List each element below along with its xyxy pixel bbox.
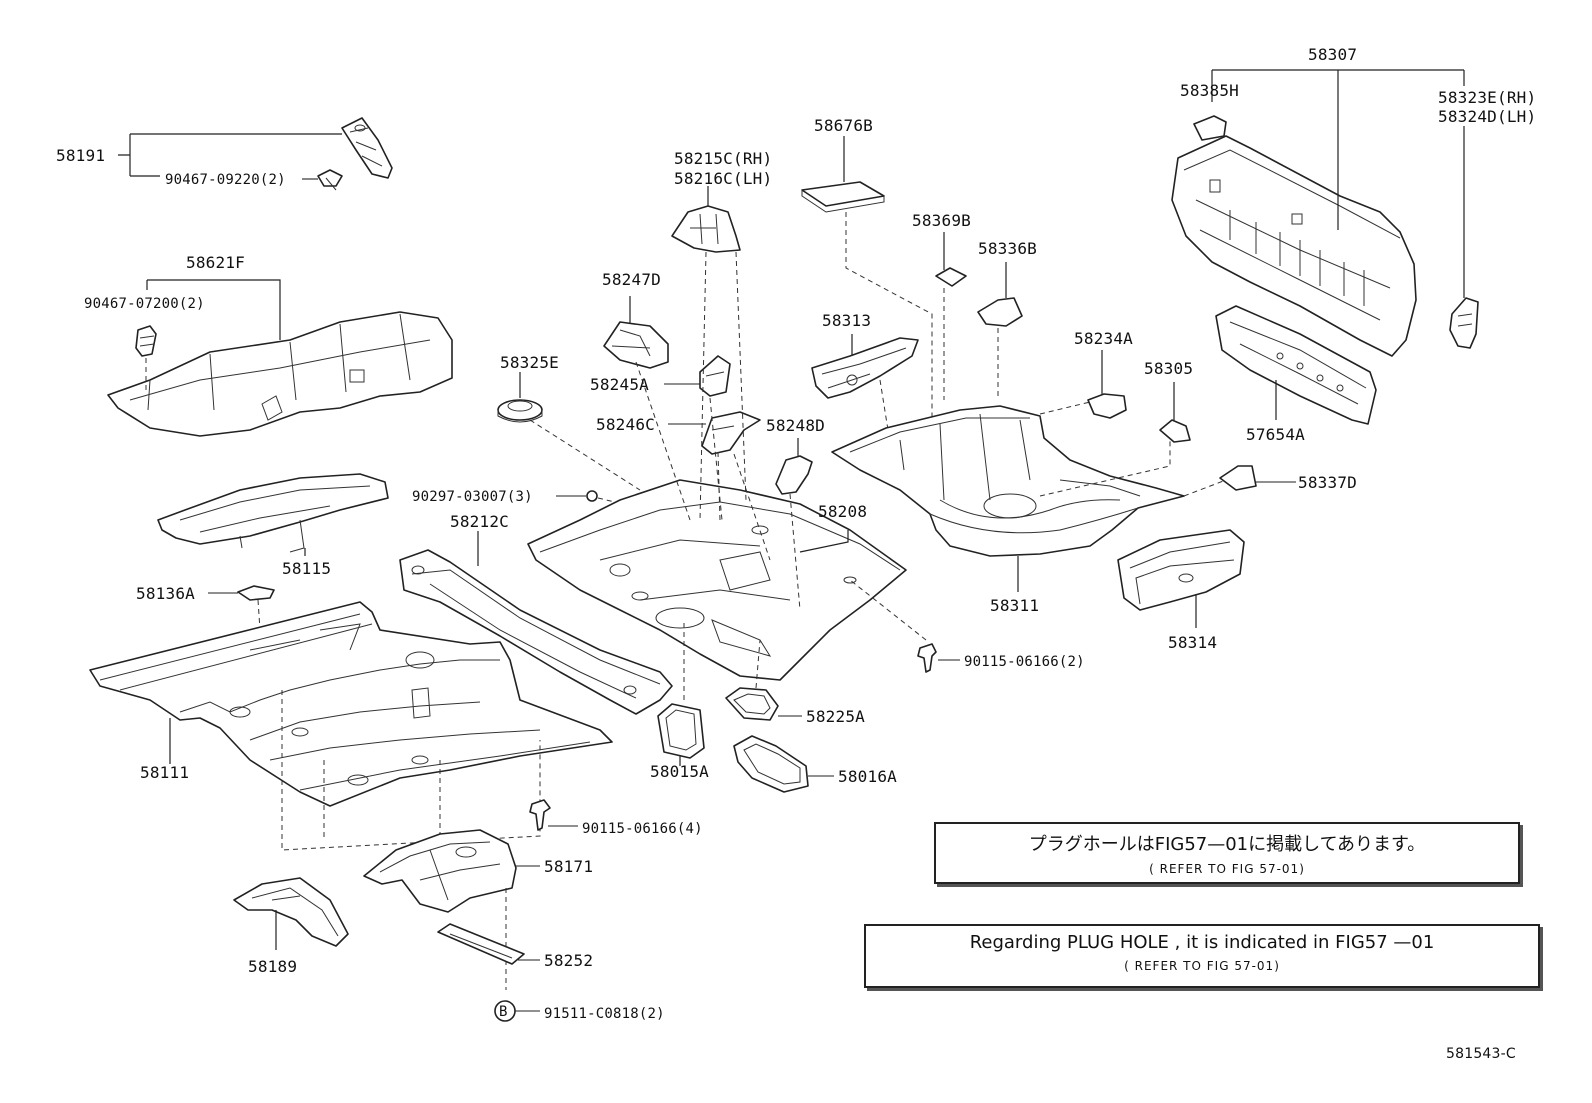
part-58325E-shape (497, 399, 543, 423)
part-58369B-shape (935, 267, 967, 287)
part-58225A-shape (725, 687, 779, 721)
label-58621F: 58621F (186, 253, 245, 272)
figure-code: 581543-C (1446, 1046, 1516, 1062)
label-58313: 58313 (822, 311, 872, 330)
label-58337D: 58337D (1298, 473, 1357, 492)
label-58305: 58305 (1144, 359, 1194, 378)
label-90297-03007: 90297-03007(3) (412, 489, 533, 505)
label-90115-06166-2: 90115-06166(2) (964, 654, 1085, 670)
label-90467-07200: 90467-07200(2) (84, 296, 205, 312)
note-japanese: プラグホールはFIG57—01に掲載してあります。 ( REFER TO FIG… (934, 822, 1520, 884)
label-b-marker: B (499, 1004, 508, 1020)
part-58621F-shape (107, 311, 453, 437)
part-58245A-shape (699, 355, 731, 397)
label-58191: 58191 (56, 146, 106, 165)
label-58323E: 58323E(RH) (1438, 88, 1537, 107)
label-58136A: 58136A (136, 584, 195, 603)
part-58305-shape (1159, 419, 1191, 443)
part-58016A-shape (733, 735, 809, 793)
part-58252-shape (437, 923, 525, 965)
part-58208-shape (527, 479, 907, 681)
label-58212C: 58212C (450, 512, 509, 531)
part-58015A-shape (657, 703, 705, 759)
label-58369B: 58369B (912, 211, 971, 230)
part-58248D-shape (775, 455, 813, 495)
part-58307-shape (1171, 135, 1417, 357)
part-58234A-shape (1087, 393, 1127, 419)
part-58313-shape (811, 337, 919, 399)
label-58311: 58311 (990, 596, 1040, 615)
label-58016A: 58016A (838, 767, 897, 786)
label-58189: 58189 (248, 957, 298, 976)
label-58247D: 58247D (602, 270, 661, 289)
label-58225A: 58225A (806, 707, 865, 726)
part-58385H-shape (1193, 115, 1227, 141)
part-58676B-shape (801, 181, 885, 213)
label-58385H: 58385H (1180, 81, 1239, 100)
label-58245A: 58245A (590, 375, 649, 394)
part-58323E-shape (1449, 297, 1479, 349)
label-58248D: 58248D (766, 416, 825, 435)
label-58015A: 58015A (650, 762, 709, 781)
label-58314: 58314 (1168, 633, 1218, 652)
part-57654A-shape (1215, 305, 1377, 425)
part-58115-shape (157, 473, 389, 553)
label-90467-09220: 90467-09220(2) (165, 172, 286, 188)
label-58111: 58111 (140, 763, 190, 782)
label-58324D: 58324D(LH) (1438, 107, 1537, 126)
part-58311-shape (831, 405, 1185, 557)
part-58246C-shape (701, 411, 761, 455)
label-58336B: 58336B (978, 239, 1037, 258)
label-58216C: 58216C(LH) (674, 169, 773, 188)
part-58171-shape (363, 829, 517, 913)
bolt-90115-06166-2-shape (917, 643, 937, 673)
label-58171: 58171 (544, 857, 594, 876)
note-japanese-ref: ( REFER TO FIG 57-01) (1149, 862, 1305, 876)
bolt-90467-09220-shape (317, 169, 343, 191)
part-58314-shape (1117, 529, 1245, 611)
part-58136A-shape (237, 585, 275, 601)
note-english-text: Regarding PLUG HOLE , it is indicated in… (969, 932, 1435, 953)
part-58189-shape (233, 877, 349, 947)
label-58208: 58208 (818, 502, 868, 521)
part-58337D-shape (1219, 465, 1257, 491)
label-91511-C0818: 91511-C0818(2) (544, 1006, 665, 1022)
part-58247D-shape (603, 321, 669, 369)
clip-90467-07200-shape (135, 325, 157, 357)
label-57654A: 57654A (1246, 425, 1305, 444)
part-58111-shape (89, 601, 613, 807)
note-japanese-text: プラグホールはFIG57—01に掲載してあります。 (1028, 834, 1426, 855)
bolt-90115-06166-4-shape (529, 799, 551, 831)
label-58234A: 58234A (1074, 329, 1133, 348)
label-58215C: 58215C(RH) (674, 149, 773, 168)
part-58212C-shape (399, 549, 673, 715)
bolt-90297-03007-shape (586, 490, 598, 502)
part-58215C-shape (671, 205, 741, 253)
part-58336B-shape (977, 297, 1023, 327)
label-58676B: 58676B (814, 116, 873, 135)
note-english: Regarding PLUG HOLE , it is indicated in… (864, 924, 1540, 988)
label-58246C: 58246C (596, 415, 655, 434)
label-58252: 58252 (544, 951, 594, 970)
label-58307: 58307 (1308, 45, 1358, 64)
note-english-ref: ( REFER TO FIG 57-01) (1124, 959, 1280, 973)
label-58325E: 58325E (500, 353, 559, 372)
label-58115: 58115 (282, 559, 332, 578)
part-58191-shape (341, 117, 393, 179)
label-90115-06166-4: 90115-06166(4) (582, 821, 703, 837)
